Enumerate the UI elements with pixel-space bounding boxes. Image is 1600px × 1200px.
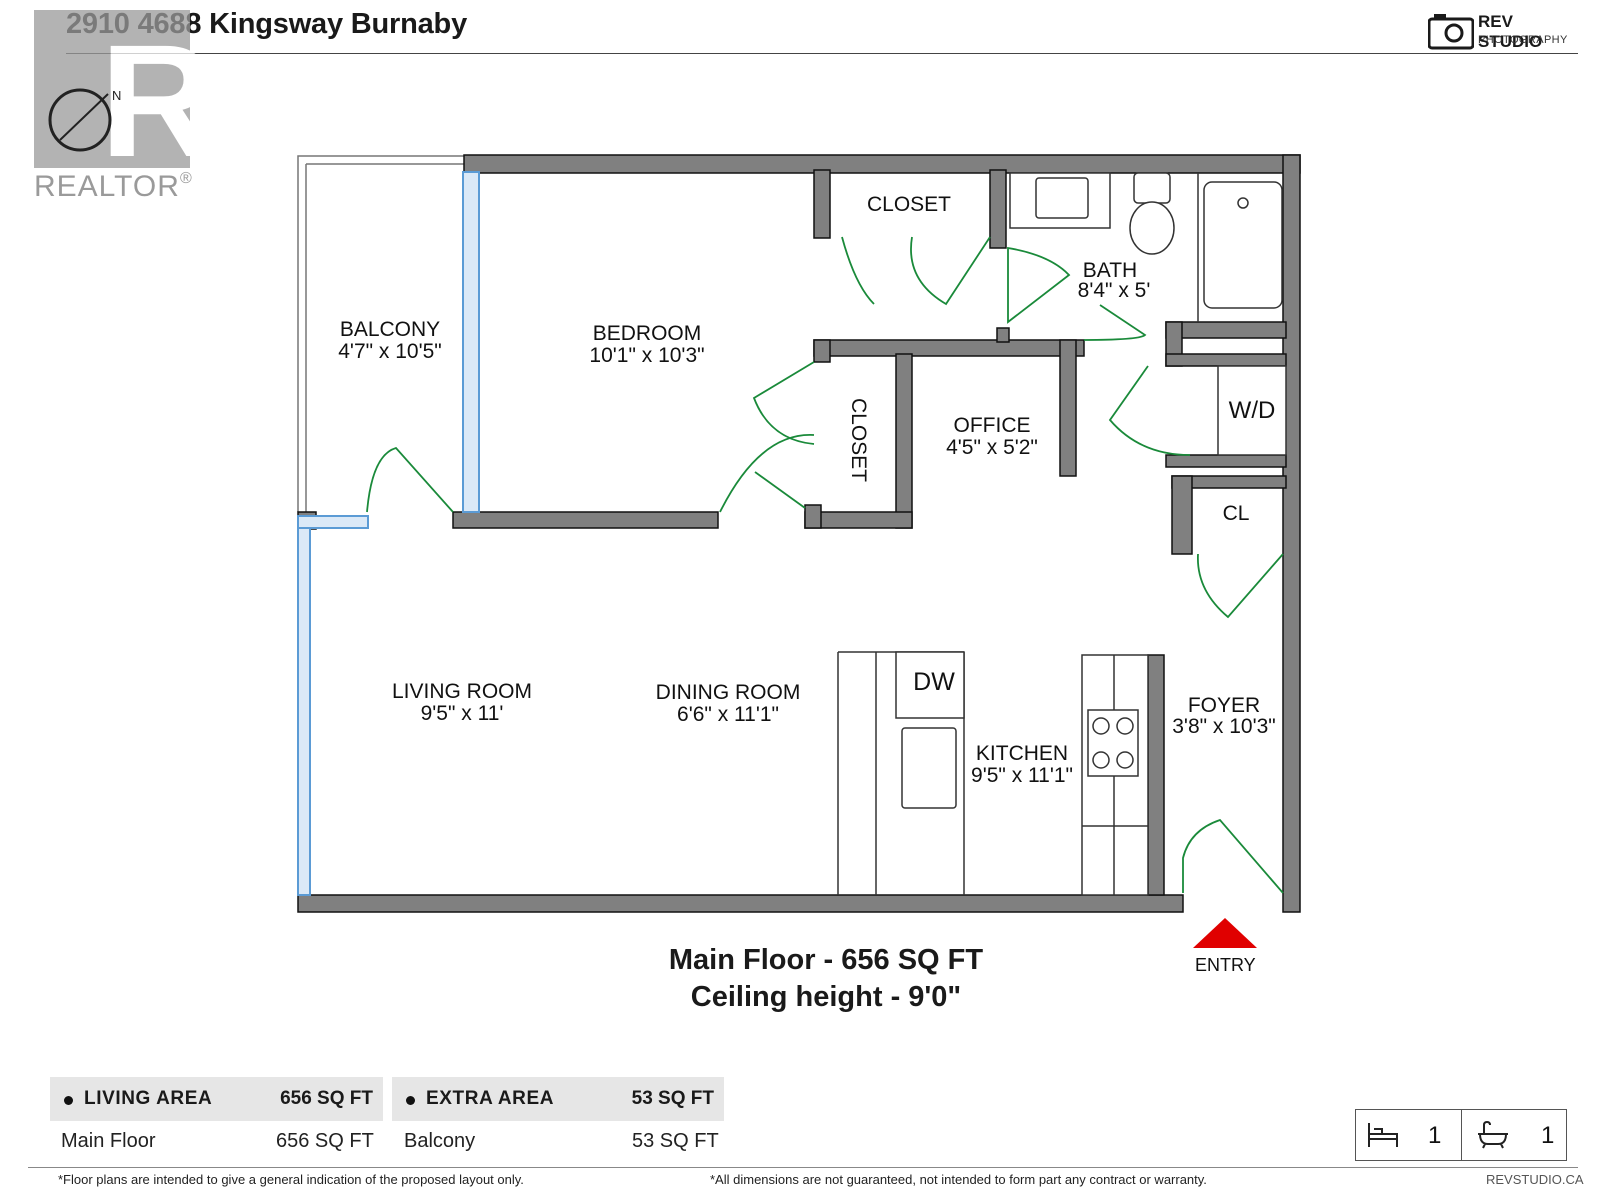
balcony-dims: 4'7" x 10'5" bbox=[338, 340, 442, 363]
foyer-dims: 3'8" x 10'3" bbox=[1172, 715, 1276, 738]
closet-side-name: CLOSET bbox=[847, 398, 870, 482]
floor-area-title: Main Floor - 656 SQ FT bbox=[668, 944, 984, 976]
compass-icon: N bbox=[48, 88, 121, 152]
entry-label: ENTRY bbox=[1195, 955, 1256, 975]
bath-count: 1 bbox=[1541, 1122, 1555, 1149]
extra-area-label: EXTRA AREA bbox=[426, 1088, 555, 1109]
bullet-icon bbox=[64, 1096, 73, 1105]
main-floor-value: 656 SQ FT bbox=[276, 1130, 374, 1152]
realtor-word: REALTOR bbox=[34, 170, 180, 203]
windows bbox=[297, 171, 480, 896]
bath-name: BATH bbox=[1083, 259, 1137, 282]
entry-arrow-icon bbox=[1193, 918, 1257, 948]
doors bbox=[366, 236, 1284, 894]
ceiling-height: Ceiling height - 9'0" bbox=[690, 981, 962, 1013]
extra-area-total: 53 SQ FT bbox=[631, 1088, 714, 1109]
header-divider bbox=[66, 53, 1578, 54]
dining-room-dims: 6'6" x 11'1" bbox=[677, 703, 779, 726]
balcony-outline bbox=[297, 155, 466, 512]
bedroom-name: BEDROOM bbox=[593, 322, 702, 345]
office-name: OFFICE bbox=[954, 414, 1031, 437]
bed-count: 1 bbox=[1428, 1122, 1442, 1149]
camera-icon bbox=[1428, 14, 1474, 50]
footer-divider bbox=[28, 1167, 1578, 1168]
living-room-name: LIVING ROOM bbox=[392, 680, 532, 703]
living-area-header: LIVING AREA 656 SQ FT bbox=[50, 1077, 383, 1121]
walls bbox=[297, 154, 1301, 913]
bullet-icon bbox=[406, 1096, 415, 1105]
bath-dims: 8'4" x 5' bbox=[1078, 279, 1151, 302]
kitchen-name: KITCHEN bbox=[976, 742, 1068, 765]
room-counts: 1 1 bbox=[1355, 1109, 1567, 1161]
living-room-dims: 9'5" x 11' bbox=[421, 702, 504, 725]
counts-divider bbox=[1461, 1110, 1462, 1160]
fixtures bbox=[837, 172, 1287, 896]
wd-label: W/D bbox=[1229, 397, 1276, 424]
website-label: REVSTUDIO.CA bbox=[1486, 1172, 1584, 1187]
cl-name: CL bbox=[1223, 502, 1250, 525]
brand-tagline: PHOTOGRAPHY bbox=[1478, 34, 1568, 46]
realtor-wordmark: REALTOR® bbox=[34, 170, 193, 204]
balcony-area-value: 53 SQ FT bbox=[632, 1130, 719, 1152]
foyer-name: FOYER bbox=[1188, 694, 1260, 717]
office-dims: 4'5" x 5'2" bbox=[946, 436, 1038, 459]
kitchen-dims: 9'5" x 11'1" bbox=[971, 764, 1073, 787]
balcony-name: BALCONY bbox=[340, 318, 440, 341]
bedroom-dims: 10'1" x 10'3" bbox=[589, 344, 704, 367]
disclaimer-dimensions: *All dimensions are not guaranteed, not … bbox=[710, 1172, 1207, 1187]
extra-area-header: EXTRA AREA 53 SQ FT bbox=[392, 1077, 724, 1121]
disclaimer-layout: *Floor plans are intended to give a gene… bbox=[58, 1172, 524, 1187]
svg-text:N: N bbox=[112, 88, 121, 103]
bathtub-icon bbox=[1478, 1120, 1508, 1149]
bed-icon bbox=[1368, 1123, 1398, 1147]
realtor-logo: R bbox=[34, 10, 216, 181]
brand-logo: REV STUDIO PHOTOGRAPHY bbox=[1428, 10, 1578, 51]
closet-top-name: CLOSET bbox=[867, 193, 951, 216]
main-floor-label: Main Floor bbox=[61, 1130, 156, 1152]
registered-mark: ® bbox=[179, 170, 193, 187]
dining-room-name: DINING ROOM bbox=[656, 681, 801, 704]
living-area-total: 656 SQ FT bbox=[280, 1088, 373, 1109]
living-area-label: LIVING AREA bbox=[84, 1088, 213, 1109]
dw-label: DW bbox=[913, 668, 955, 696]
balcony-area-label: Balcony bbox=[404, 1130, 476, 1152]
realtor-logo-letter: R bbox=[100, 11, 216, 190]
brand-name: REV STUDIO bbox=[1478, 12, 1543, 51]
